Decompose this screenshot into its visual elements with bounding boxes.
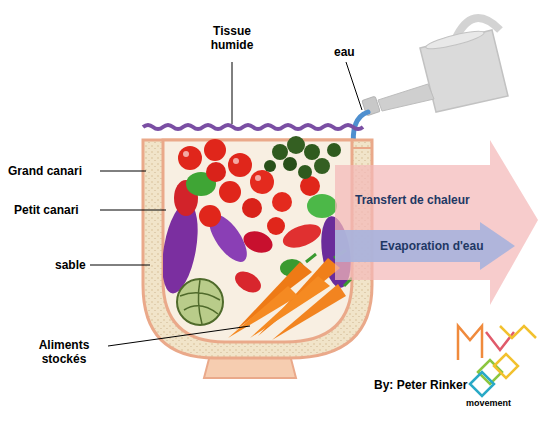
tomato-shine: [183, 151, 189, 157]
leader-line: [100, 210, 166, 211]
can-spout: [378, 84, 434, 111]
leader-line: [90, 265, 150, 266]
cabbage: [177, 279, 223, 325]
callout-label: sable: [55, 258, 95, 272]
red-pepper: [231, 267, 264, 297]
logo-text: movement: [466, 398, 526, 409]
leader-line: [100, 171, 146, 172]
parsley: [283, 157, 297, 171]
logo-stroke: [500, 326, 536, 338]
tomato: [199, 205, 221, 227]
cabbage-veins: [180, 280, 220, 324]
leader-line: [232, 62, 233, 124]
arrow-label: Evaporation d'eau: [380, 239, 510, 253]
can-opening: [425, 28, 486, 52]
tomato: [250, 170, 274, 194]
tomato: [267, 217, 285, 235]
arrow-band: Evaporation d'eau: [335, 222, 515, 270]
logo-stroke: [494, 354, 518, 378]
tomato: [178, 146, 202, 170]
leader-line: [346, 62, 362, 110]
carrot: [228, 286, 298, 338]
tomato-shine: [255, 175, 261, 181]
parsley: [264, 160, 276, 172]
tomato: [272, 192, 292, 212]
callout-label: Petit canari: [14, 203, 109, 217]
parsley: [327, 143, 341, 157]
green-pepper: [307, 194, 337, 218]
stored-food: [156, 136, 355, 340]
callout-label: Grand canari: [8, 164, 103, 178]
leader-lines: [90, 62, 362, 346]
callout-label: eau: [334, 45, 374, 59]
logo-stroke: [458, 326, 482, 360]
watering-can: [362, 18, 508, 116]
parsley: [314, 158, 330, 174]
callout-label: Aliments stockés: [22, 338, 106, 366]
tomato: [228, 153, 252, 177]
parsley: [298, 165, 312, 179]
arrow-label: Transfert de chaleur: [355, 193, 505, 207]
arrow-band: Transfert de chaleurEvaporation d'eau: [335, 135, 538, 310]
parsley: [272, 144, 288, 160]
pot-ledge: [352, 147, 372, 149]
callout-label: By: Peter Rinker: [374, 378, 484, 392]
parsley: [287, 136, 305, 154]
arrow-outline: [335, 135, 538, 310]
red-pepper: [280, 220, 324, 252]
tomato: [242, 198, 262, 218]
logo-stroke: [470, 372, 494, 396]
logo: [458, 326, 536, 396]
wet-cloth: [143, 125, 363, 129]
arrow-shape: [335, 222, 515, 270]
tomato: [219, 181, 241, 203]
tomato: [206, 162, 226, 182]
tomato: [204, 139, 226, 161]
callout-label: Tissue humide: [200, 24, 264, 52]
arrow-shape: [335, 140, 538, 305]
leader-line: [108, 326, 250, 346]
tomato: [300, 176, 320, 196]
tomato-shine: [233, 158, 239, 164]
parsley: [304, 144, 320, 160]
